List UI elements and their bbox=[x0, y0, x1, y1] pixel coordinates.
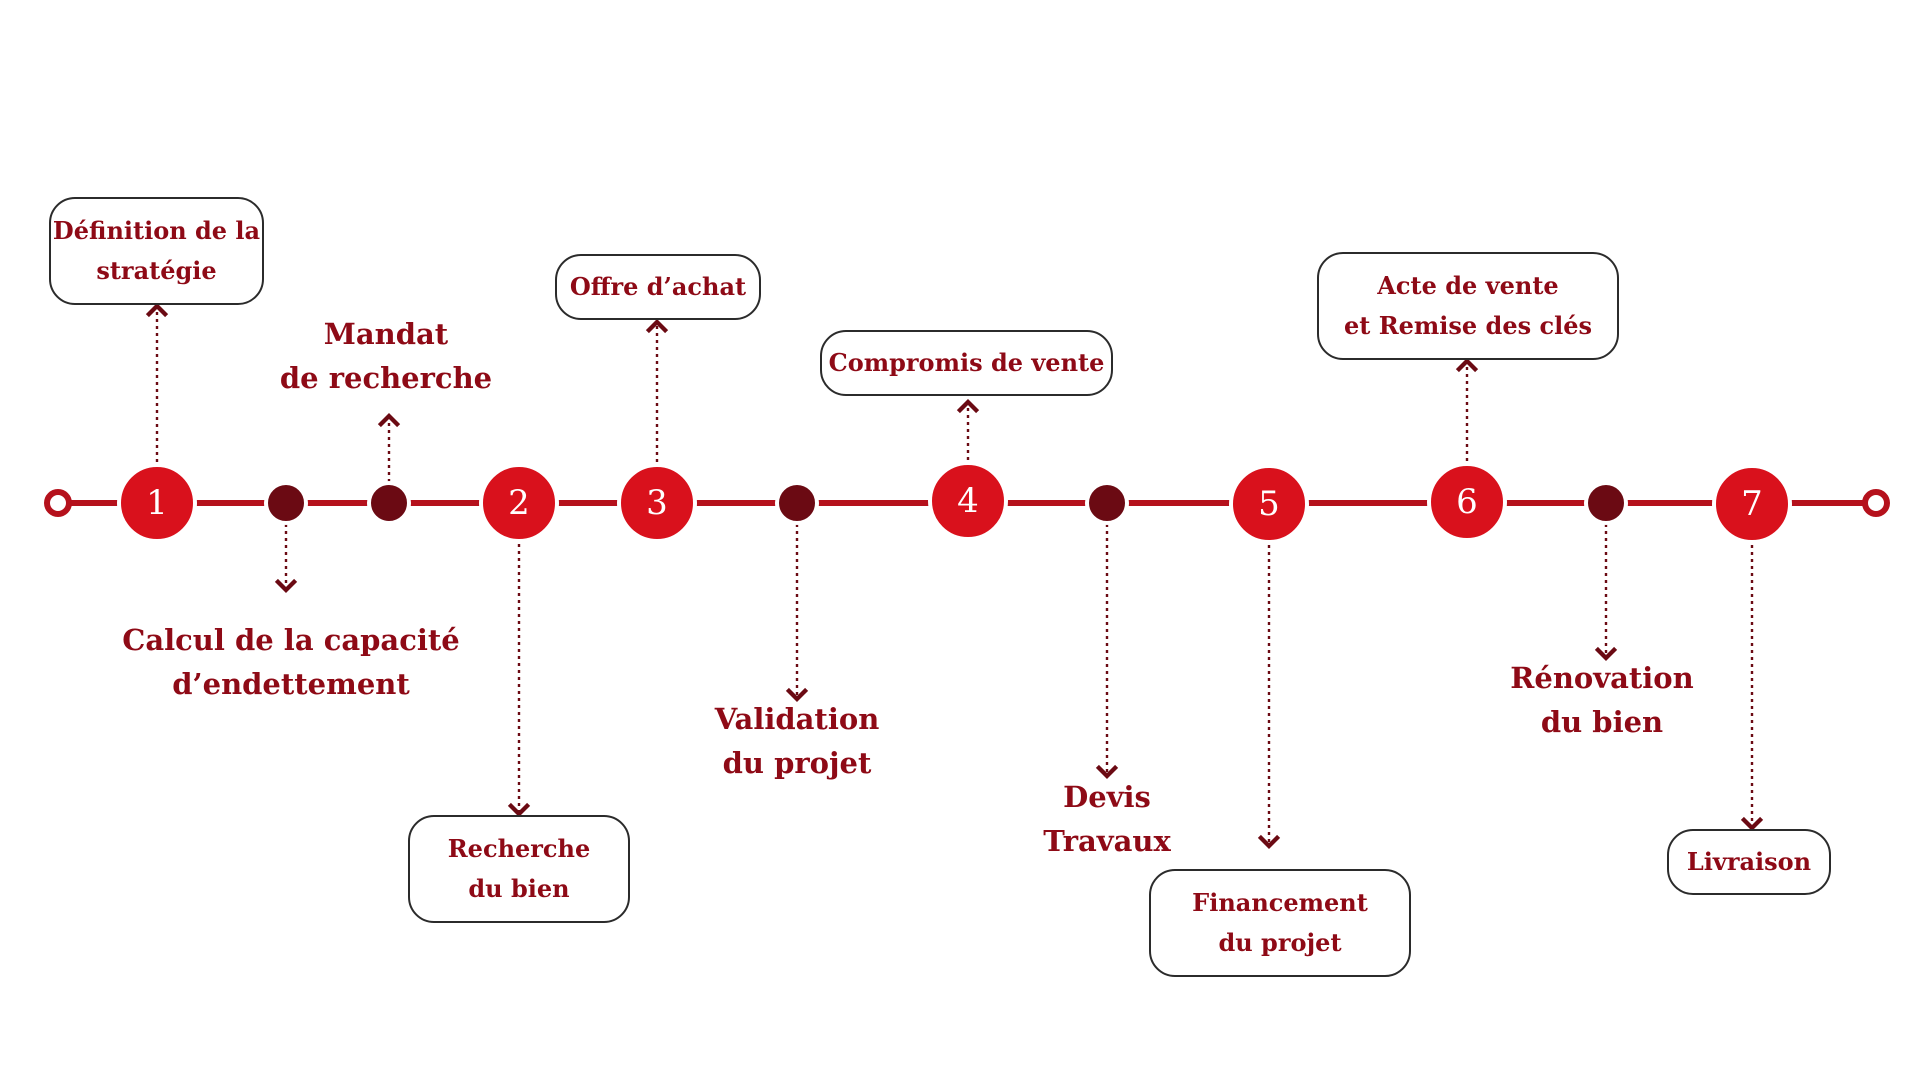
step-box-4: Compromis de vente bbox=[820, 330, 1113, 396]
step-box-2: Recherche du bien bbox=[408, 815, 630, 923]
step-number-3: 3 bbox=[646, 483, 668, 523]
milestone-label-3-line-2: du projet bbox=[722, 746, 872, 780]
step-box-2-line-2: du bien bbox=[468, 874, 570, 903]
step-box-6-line-1: Acte de vente bbox=[1377, 271, 1559, 300]
timeline-end-cap bbox=[1862, 489, 1890, 517]
step-box-6: Acte de vente et Remise des clés bbox=[1317, 252, 1619, 360]
milestone-label-1-line-1: Calcul de la capacité bbox=[122, 623, 460, 657]
step-box-1-line-2: stratégie bbox=[96, 256, 217, 285]
milestone-dot-5 bbox=[1584, 481, 1628, 525]
step-circle-1 bbox=[117, 463, 197, 543]
step-box-5-line-2: du projet bbox=[1218, 928, 1342, 957]
step-box-7: Livraison bbox=[1667, 829, 1831, 895]
step-circle-2 bbox=[479, 463, 559, 543]
step-box-7-line-1: Livraison bbox=[1686, 847, 1812, 876]
step-number-6: 6 bbox=[1456, 482, 1478, 522]
step-box-2-line-1: Recherche bbox=[447, 834, 591, 863]
step-number-4: 4 bbox=[957, 481, 979, 521]
milestone-dot-4 bbox=[1085, 481, 1129, 525]
step-box-5: Financement du projet bbox=[1149, 869, 1411, 977]
milestone-label-2-line-1: Mandat bbox=[323, 317, 449, 351]
step-circle-4 bbox=[928, 461, 1008, 541]
step-number-5: 5 bbox=[1258, 484, 1280, 524]
milestone-dot-1 bbox=[264, 481, 308, 525]
step-box-5-line-1: Financement bbox=[1192, 888, 1368, 917]
milestone-dot-3 bbox=[775, 481, 819, 525]
step-box-3-line-1: Offre d’achat bbox=[569, 272, 747, 301]
milestone-label-4-line-1: Devis bbox=[1063, 780, 1151, 814]
step-number-1: 1 bbox=[146, 483, 168, 523]
step-box-4-line-1: Compromis de vente bbox=[828, 348, 1105, 377]
milestone-label-2-line-2: de recherche bbox=[279, 361, 493, 395]
step-number-7: 7 bbox=[1741, 484, 1763, 524]
step-box-1-line-1: Définition de la bbox=[52, 216, 261, 245]
milestone-label-5-line-1: Rénovation bbox=[1510, 661, 1694, 695]
step-circle-3 bbox=[617, 463, 697, 543]
milestone-label-5-line-2: du bien bbox=[1540, 705, 1664, 739]
step-box-6-line-2: et Remise des clés bbox=[1343, 311, 1592, 340]
timeline-start-cap bbox=[44, 489, 72, 517]
step-box-1: Définition de la stratégie bbox=[49, 197, 264, 305]
step-circle-6 bbox=[1427, 462, 1507, 542]
step-circle-7 bbox=[1712, 464, 1792, 544]
step-circle-5 bbox=[1229, 464, 1309, 544]
milestone-dot-2 bbox=[367, 481, 411, 525]
milestone-label-1-line-2: d’endettement bbox=[172, 667, 410, 701]
milestone-label-3-line-1: Validation bbox=[714, 702, 880, 736]
milestone-label-4-line-2: Travaux bbox=[1043, 824, 1171, 858]
step-box-3: Offre d’achat bbox=[555, 254, 761, 320]
step-number-2: 2 bbox=[508, 483, 530, 523]
